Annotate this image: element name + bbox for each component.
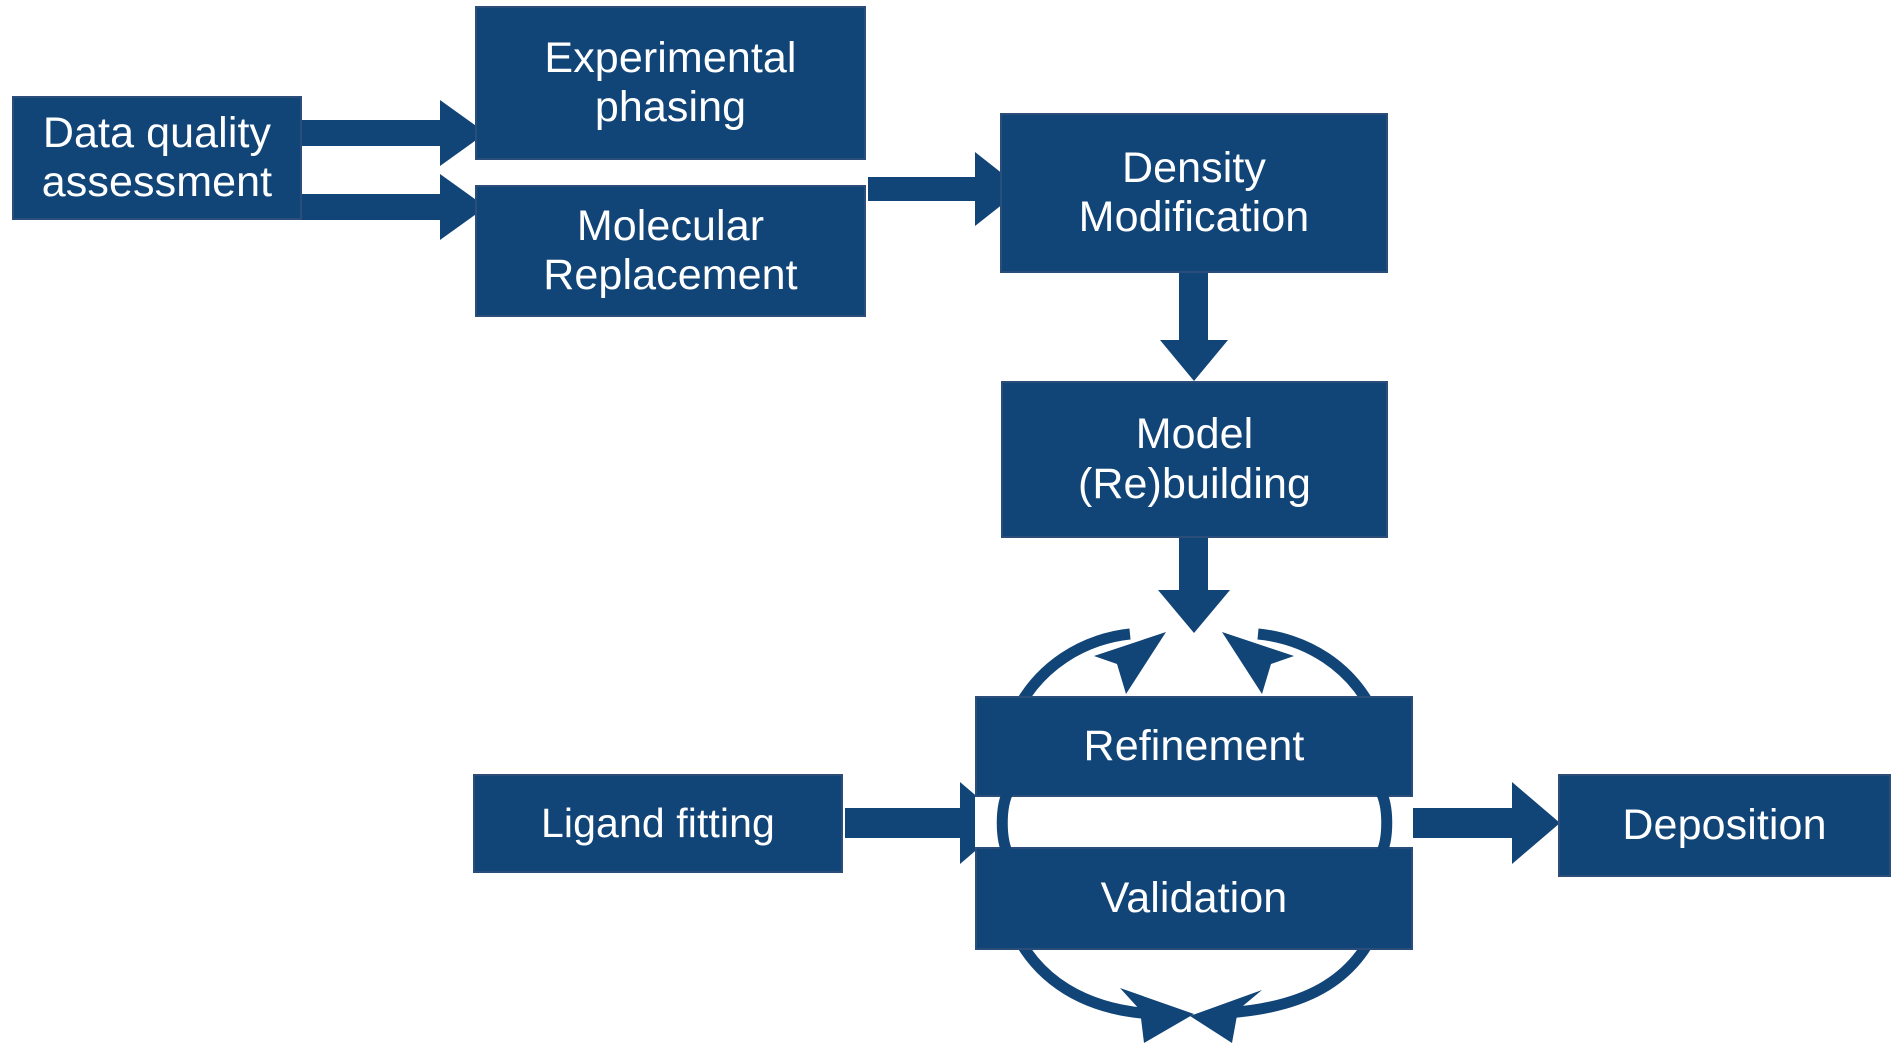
node-label: Data quality assessment: [41, 108, 273, 206]
node-density-modification[interactable]: Density Modification: [1000, 113, 1388, 273]
node-refinement[interactable]: Refinement: [975, 696, 1413, 797]
node-label: Deposition: [1622, 800, 1827, 849]
node-validation[interactable]: Validation: [975, 847, 1413, 950]
node-molecular-replacement[interactable]: Molecular Replacement: [475, 185, 866, 317]
node-deposition[interactable]: Deposition: [1558, 774, 1891, 877]
node-label: Molecular Replacement: [543, 201, 798, 299]
node-experimental-phasing[interactable]: Experimental phasing: [475, 6, 866, 160]
node-label: Validation: [1100, 873, 1288, 922]
node-label: Model (Re)building: [1077, 410, 1312, 508]
node-data-quality-assessment[interactable]: Data quality assessment: [12, 96, 302, 220]
node-label: Refinement: [1083, 721, 1305, 770]
node-label: Density Modification: [1078, 143, 1310, 241]
node-model-rebuilding[interactable]: Model (Re)building: [1001, 381, 1388, 538]
arrow-phasing-to-density-modification: [868, 152, 1022, 226]
arrow-validation-to-deposition: [1390, 782, 1560, 864]
arrow-data-quality-to-exp-phasing: [298, 100, 486, 166]
arrow-data-quality-to-mol-replacement: [298, 174, 486, 240]
arrow-ligand-fitting-to-refinement: [845, 782, 1008, 864]
node-ligand-fitting[interactable]: Ligand fitting: [473, 774, 843, 873]
node-label: Experimental phasing: [544, 33, 797, 131]
arrow-density-modification-to-model-rebuilding: [1160, 272, 1228, 381]
node-label: Ligand fitting: [541, 800, 775, 847]
arrow-model-rebuilding-to-refinement: [1158, 538, 1230, 633]
